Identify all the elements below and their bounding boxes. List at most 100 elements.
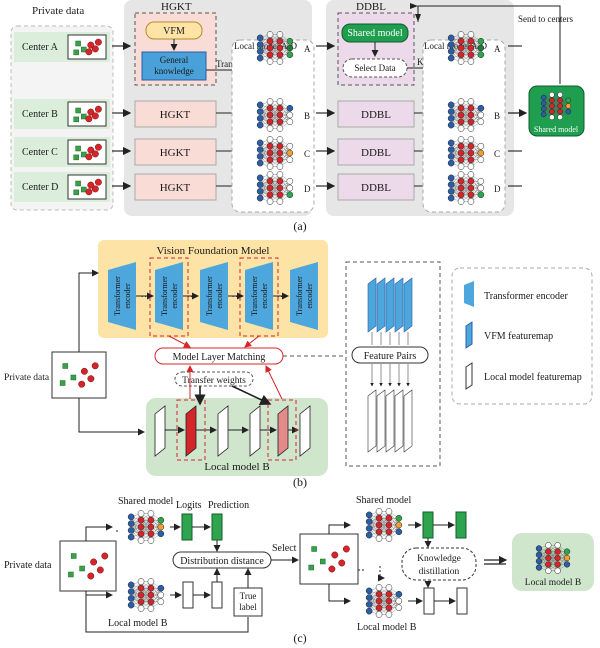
network-node (385, 611, 393, 618)
local-network-hgkt (256, 171, 294, 205)
private-data-label-c: Private data (4, 560, 52, 571)
transformer-encoder-block (290, 262, 318, 330)
network-node (286, 142, 294, 150)
local-logits-bar (182, 581, 194, 609)
network-node (447, 181, 455, 188)
network-node (276, 37, 284, 45)
network-node (266, 37, 274, 45)
data-circle-icon (96, 566, 104, 574)
network-node (256, 188, 264, 195)
local-prediction-bar (211, 581, 223, 609)
data-circle-icon (87, 181, 95, 189)
network-node (467, 58, 475, 65)
legend-box (451, 267, 593, 405)
network-node (276, 98, 284, 105)
transfer-weights-box (174, 371, 254, 387)
network-node (457, 118, 465, 126)
network-node (147, 523, 155, 531)
network-node (375, 584, 383, 591)
knowledge-distillation-box (401, 547, 477, 581)
data-square-icon (75, 40, 81, 47)
legend-local-featuremap-icon (465, 362, 473, 390)
network-node (457, 58, 465, 65)
data-circle-icon (91, 362, 99, 370)
network-node (477, 142, 485, 150)
data-square-icon (73, 49, 79, 56)
network-node (276, 163, 284, 170)
network-node (256, 54, 264, 62)
network-node (147, 516, 155, 524)
data-square-icon (75, 180, 81, 187)
data-square-icon (81, 186, 87, 193)
weights-arrow-2 (231, 385, 272, 405)
network-node (549, 108, 555, 115)
network-node (447, 108, 455, 115)
sel-to-local (328, 584, 351, 605)
network-node (147, 584, 155, 592)
network-node (557, 114, 563, 121)
network-node (467, 177, 475, 185)
network-node (457, 171, 465, 178)
model-letter: A (494, 44, 501, 54)
network-node (395, 528, 403, 536)
to-shared-line (85, 523, 113, 541)
encoder-ellipsis: ··· (277, 292, 287, 303)
local-featuremap (249, 405, 261, 457)
local-network-ddbl (447, 136, 485, 170)
network-node (276, 111, 284, 119)
network-node (147, 591, 155, 599)
local-network-hgkt (256, 98, 294, 132)
ddbl-title: DDBL (356, 1, 386, 13)
network-node (266, 136, 274, 143)
network-node (276, 198, 284, 205)
network-node (137, 591, 145, 599)
network-node (147, 598, 155, 606)
network-node (457, 177, 465, 185)
network-node (266, 163, 274, 170)
network-node (395, 514, 403, 522)
shared-network-c (127, 510, 165, 544)
network-node (286, 37, 294, 45)
general-knowledge-box (141, 51, 207, 81)
network-node (266, 31, 274, 38)
select-label: Select (272, 543, 297, 554)
shared-network (540, 91, 572, 121)
network-node (256, 34, 264, 42)
network-node (477, 37, 485, 45)
network-node (477, 44, 485, 52)
network-node (477, 191, 485, 199)
network-node (286, 111, 294, 119)
local-featuremap-pair (376, 389, 386, 453)
network-node (540, 100, 547, 106)
network-node (457, 104, 465, 112)
local-model-b-label-c: Local model B (108, 618, 168, 629)
feature-pairs-pill (351, 346, 429, 364)
center-data-box (67, 34, 107, 60)
network-node (554, 542, 561, 549)
network-node (447, 48, 455, 55)
network-node (447, 41, 455, 48)
data-square-icon (70, 374, 77, 381)
legend-encoder-icon (464, 281, 474, 307)
network-node (286, 177, 294, 185)
logits-label: Logits (176, 500, 202, 511)
hgkt-block (134, 138, 217, 166)
hgkt-block-label: HGKT (160, 109, 191, 121)
selected-data-box (299, 533, 359, 585)
local-featuremap-pair (403, 389, 413, 453)
network-node (447, 101, 455, 109)
general-knowledge-line2: knowledge (154, 66, 194, 76)
model-letter: B (304, 111, 310, 121)
network-node (276, 177, 284, 185)
encoder-ellipsis: ··· (232, 292, 242, 303)
network-node (540, 111, 547, 118)
local-model-b-label-c2: Local model B (357, 622, 417, 633)
network-node (385, 521, 393, 529)
transfer-weights-label: Transfer weights (182, 375, 246, 386)
general-knowledge-line1: General (160, 55, 189, 65)
data-square-icon (75, 145, 81, 152)
network-node (137, 523, 145, 531)
true-label-line1: True (240, 591, 257, 601)
network-node (457, 37, 465, 45)
